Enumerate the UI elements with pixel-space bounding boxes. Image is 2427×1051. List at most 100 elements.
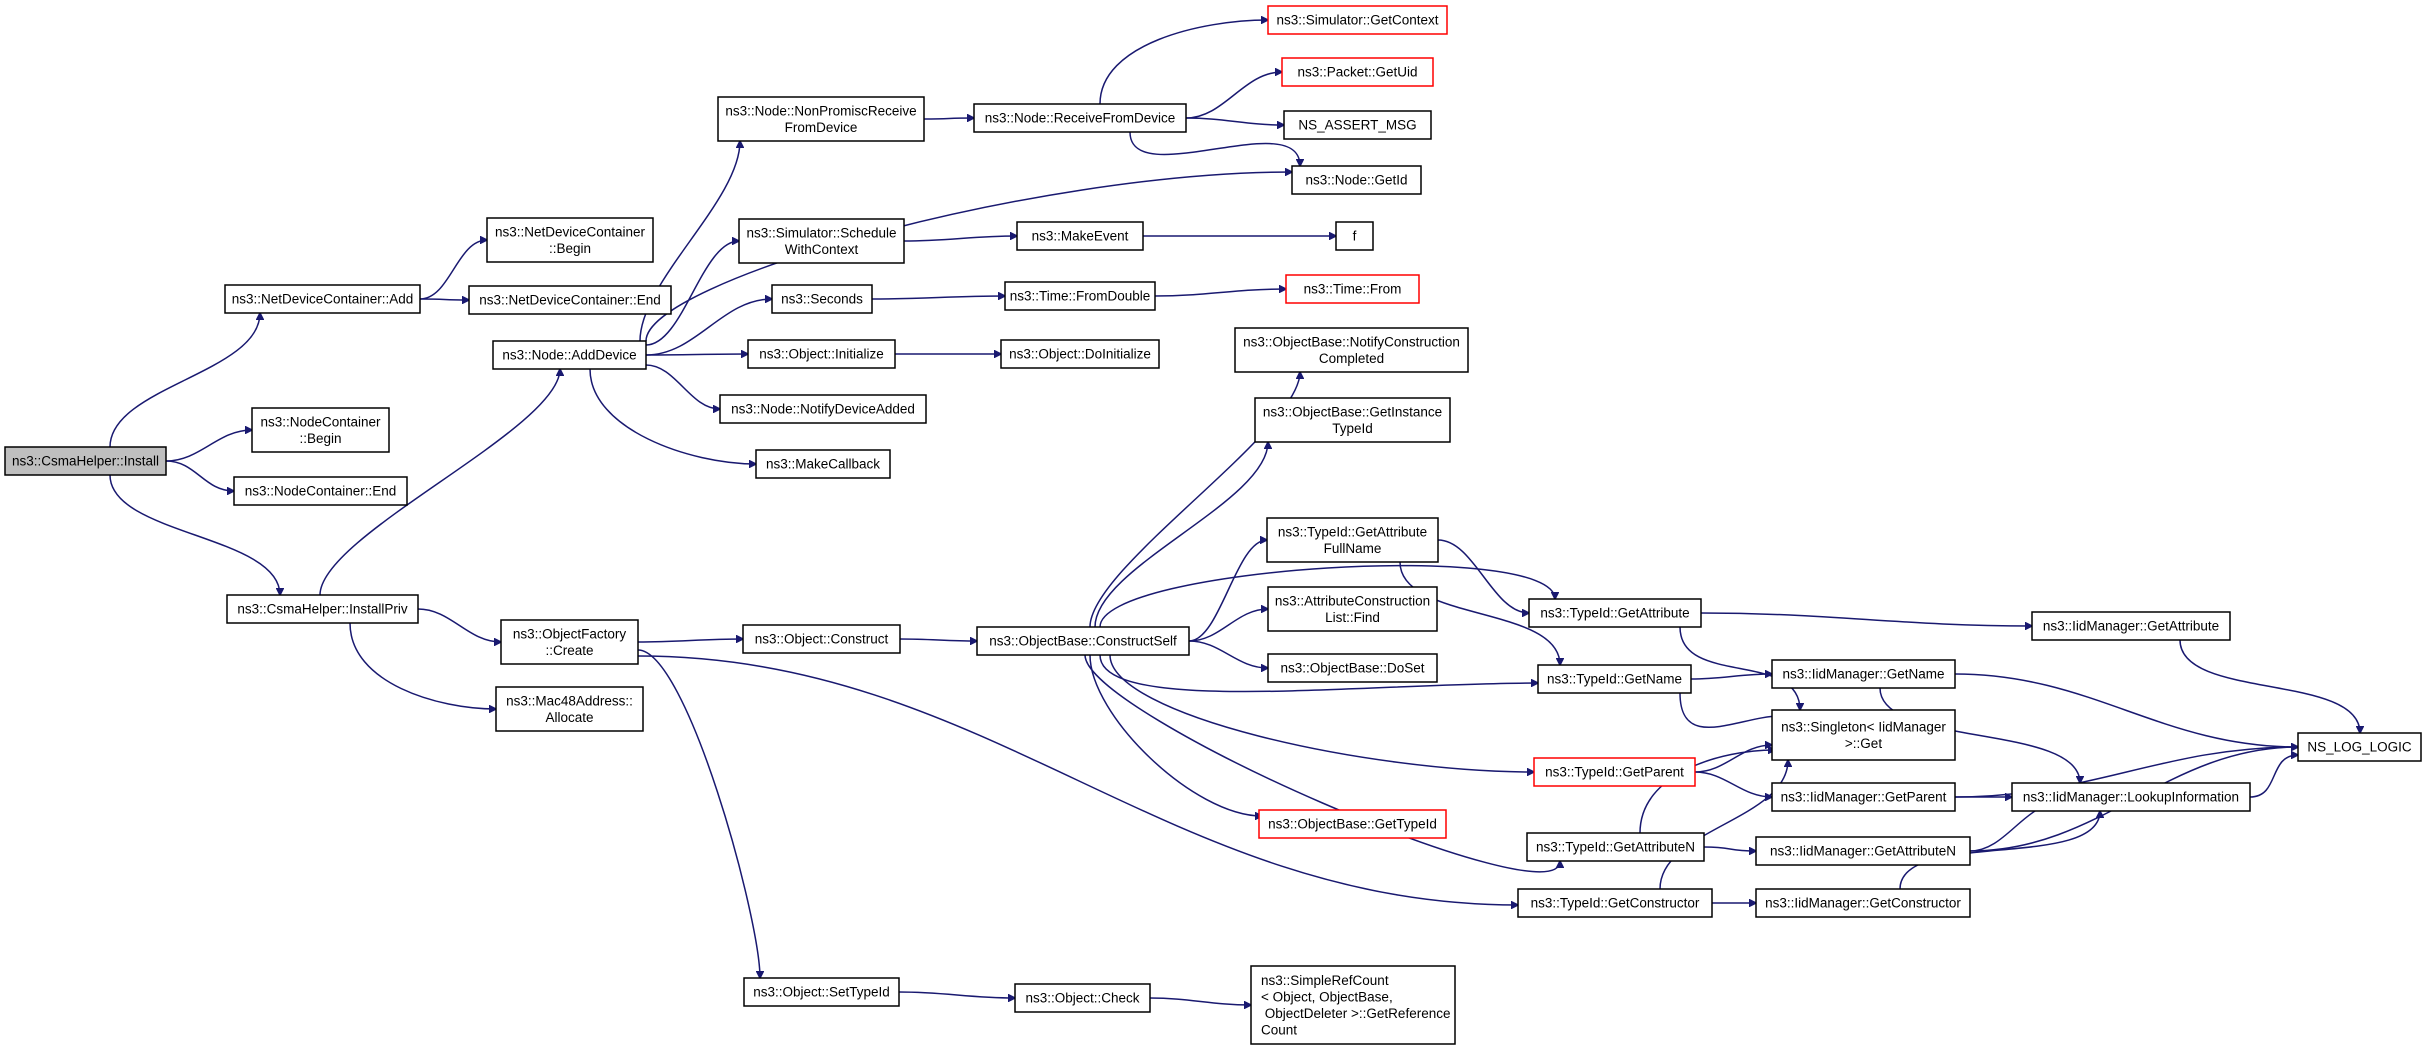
node-box[interactable] bbox=[468, 285, 672, 315]
node-ndc-add[interactable]: ns3::NetDeviceContainer::Add bbox=[224, 284, 421, 314]
node-box[interactable] bbox=[1526, 832, 1705, 862]
node-install[interactable]: ns3::CsmaHelper::Install bbox=[4, 446, 167, 476]
node-box[interactable] bbox=[747, 339, 896, 369]
node-box[interactable] bbox=[1283, 110, 1432, 140]
node-iid-lookup[interactable]: ns3::IidManager::LookupInformation bbox=[2011, 782, 2251, 812]
node-notifydev[interactable]: ns3::Node::NotifyDeviceAdded bbox=[719, 394, 927, 424]
node-obj-init[interactable]: ns3::Object::Initialize bbox=[747, 339, 896, 369]
node-box[interactable] bbox=[500, 619, 639, 665]
node-objfactory[interactable]: ns3::ObjectFactory::Create bbox=[500, 619, 639, 665]
node-ndc-end[interactable]: ns3::NetDeviceContainer::End bbox=[468, 285, 672, 315]
node-box[interactable] bbox=[2297, 732, 2422, 762]
node-box[interactable] bbox=[719, 394, 927, 424]
node-nc-end[interactable]: ns3::NodeContainer::End bbox=[233, 476, 408, 506]
node-box[interactable] bbox=[1533, 757, 1696, 787]
node-box[interactable] bbox=[1281, 57, 1434, 87]
node-tid-getname[interactable]: ns3::TypeId::GetName bbox=[1537, 664, 1692, 694]
node-nc-begin[interactable]: ns3::NodeContainer::Begin bbox=[251, 407, 390, 453]
node-iid-getattr[interactable]: ns3::IidManager::GetAttribute bbox=[2031, 611, 2231, 641]
node-adddevice[interactable]: ns3::Node::AddDevice bbox=[492, 340, 647, 370]
node-box[interactable] bbox=[1755, 836, 1971, 866]
node-gettypeid[interactable]: ns3::ObjectBase::GetTypeId bbox=[1258, 809, 1447, 839]
node-box[interactable] bbox=[495, 686, 644, 732]
node-assert[interactable]: NS_ASSERT_MSG bbox=[1283, 110, 1432, 140]
node-box[interactable] bbox=[738, 218, 905, 264]
node-obj-doinit[interactable]: ns3::Object::DoInitialize bbox=[1000, 339, 1160, 369]
node-tid-getattrn[interactable]: ns3::TypeId::GetAttributeN bbox=[1526, 832, 1705, 862]
node-getid[interactable]: ns3::Node::GetId bbox=[1291, 165, 1422, 195]
node-makeevent[interactable]: ns3::MakeEvent bbox=[1016, 221, 1144, 251]
node-iid-getparent[interactable]: ns3::IidManager::GetParent bbox=[1771, 782, 1956, 812]
node-box[interactable] bbox=[1250, 965, 1456, 1045]
node-box[interactable] bbox=[1267, 5, 1448, 35]
node-box[interactable] bbox=[4, 446, 167, 476]
node-box[interactable] bbox=[224, 284, 421, 314]
node-iid-getname[interactable]: ns3::IidManager::GetName bbox=[1771, 659, 1956, 689]
node-box[interactable] bbox=[1771, 709, 1956, 761]
node-box[interactable] bbox=[251, 407, 390, 453]
node-box[interactable] bbox=[1014, 983, 1151, 1013]
node-box[interactable] bbox=[717, 96, 925, 142]
node-box[interactable] bbox=[2031, 611, 2231, 641]
node-getcontext[interactable]: ns3::Simulator::GetContext bbox=[1267, 5, 1448, 35]
node-box[interactable] bbox=[1285, 274, 1420, 304]
node-box[interactable] bbox=[1755, 888, 1971, 918]
node-ndc-begin[interactable]: ns3::NetDeviceContainer::Begin bbox=[486, 217, 654, 263]
node-constructself[interactable]: ns3::ObjectBase::ConstructSelf bbox=[976, 626, 1190, 656]
node-tid-getparent[interactable]: ns3::TypeId::GetParent bbox=[1533, 757, 1696, 787]
node-tid-getattr[interactable]: ns3::TypeId::GetAttribute bbox=[1528, 598, 1702, 628]
node-check[interactable]: ns3::Object::Check bbox=[1014, 983, 1151, 1013]
node-singleton[interactable]: ns3::Singleton< IidManager>::Get bbox=[1771, 709, 1956, 761]
node-box[interactable] bbox=[1528, 598, 1702, 628]
node-fromdouble[interactable]: ns3::Time::FromDouble bbox=[1004, 281, 1156, 311]
node-box[interactable] bbox=[1254, 397, 1451, 443]
node-box[interactable] bbox=[226, 594, 419, 624]
node-box[interactable] bbox=[1267, 653, 1438, 683]
node-box[interactable] bbox=[1517, 888, 1713, 918]
node-box[interactable] bbox=[771, 284, 873, 314]
node-box[interactable] bbox=[233, 476, 408, 506]
node-box[interactable] bbox=[1771, 659, 1956, 689]
node-box[interactable] bbox=[1016, 221, 1144, 251]
node-mac48[interactable]: ns3::Mac48Address::Allocate bbox=[495, 686, 644, 732]
node-box[interactable] bbox=[743, 977, 900, 1007]
node-doset[interactable]: ns3::ObjectBase::DoSet bbox=[1267, 653, 1438, 683]
node-box[interactable] bbox=[742, 624, 901, 654]
node-box[interactable] bbox=[1000, 339, 1160, 369]
node-box[interactable] bbox=[1258, 809, 1447, 839]
node-box[interactable] bbox=[1291, 165, 1422, 195]
node-iid-getattrn[interactable]: ns3::IidManager::GetAttributeN bbox=[1755, 836, 1971, 866]
node-getrefcount[interactable]: ns3::SimpleRefCount< Object, ObjectBase,… bbox=[1250, 965, 1456, 1045]
node-box[interactable] bbox=[976, 626, 1190, 656]
node-box[interactable] bbox=[755, 449, 891, 479]
node-box[interactable] bbox=[2011, 782, 2251, 812]
node-box[interactable] bbox=[1266, 517, 1439, 563]
node-box[interactable] bbox=[1234, 327, 1469, 373]
node-box[interactable] bbox=[486, 217, 654, 263]
node-recvfromdev[interactable]: ns3::Node::ReceiveFromDevice bbox=[973, 103, 1187, 133]
node-f[interactable]: f bbox=[1335, 221, 1374, 251]
node-timefrom[interactable]: ns3::Time::From bbox=[1285, 274, 1420, 304]
node-box[interactable] bbox=[1267, 586, 1438, 632]
node-box[interactable] bbox=[1771, 782, 1956, 812]
node-box[interactable] bbox=[1004, 281, 1156, 311]
node-box[interactable] bbox=[973, 103, 1187, 133]
node-box[interactable] bbox=[1537, 664, 1692, 694]
node-box[interactable] bbox=[492, 340, 647, 370]
node-seconds[interactable]: ns3::Seconds bbox=[771, 284, 873, 314]
node-iid-getconstr[interactable]: ns3::IidManager::GetConstructor bbox=[1755, 888, 1971, 918]
node-settypeid[interactable]: ns3::Object::SetTypeId bbox=[743, 977, 900, 1007]
node-makecb[interactable]: ns3::MakeCallback bbox=[755, 449, 891, 479]
node-getuid[interactable]: ns3::Packet::GetUid bbox=[1281, 57, 1434, 87]
node-nslog[interactable]: NS_LOG_LOGIC bbox=[2297, 732, 2422, 762]
node-installpriv[interactable]: ns3::CsmaHelper::InstallPriv bbox=[226, 594, 419, 624]
node-tid-getconstr[interactable]: ns3::TypeId::GetConstructor bbox=[1517, 888, 1713, 918]
node-obj-construct[interactable]: ns3::Object::Construct bbox=[742, 624, 901, 654]
node-box[interactable] bbox=[1335, 221, 1374, 251]
